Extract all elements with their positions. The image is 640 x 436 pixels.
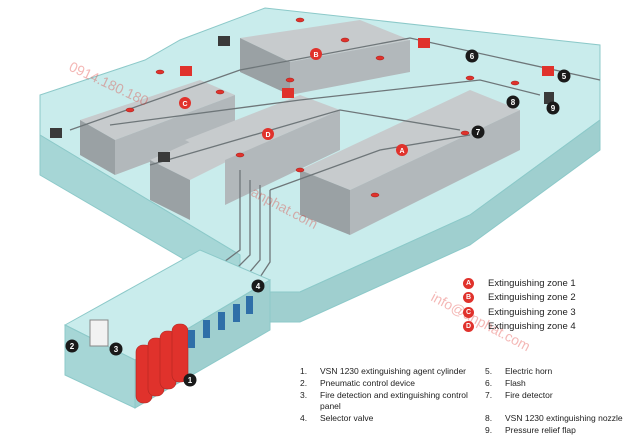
marker-9: 9 — [551, 104, 556, 113]
component-legend-item: 7. Fire detector — [485, 390, 635, 412]
component-legend-label: Electric horn — [505, 366, 553, 376]
marker-8: 8 — [511, 98, 516, 107]
cabinet-row-b — [240, 20, 410, 95]
component-legend-number: 9. — [485, 425, 493, 435]
marker-2: 2 — [70, 342, 75, 351]
ceiling-devices — [125, 17, 520, 198]
zone-legend-item: C Extinguishing zone 3 — [463, 305, 633, 320]
component-legend-number: 5. — [485, 366, 493, 376]
component-legend-number — [300, 425, 320, 436]
marker-3: 3 — [114, 345, 119, 354]
component-legend-item: 8. VSN 1230 extinguishing nozzle — [485, 413, 635, 424]
component-legend-item: 2. Pneumatic control device — [300, 378, 482, 389]
component-legend-number: 7. — [485, 390, 493, 400]
component-legend-label: VSN 1230 extinguishing agent cylinder — [320, 366, 467, 376]
marker-6: 6 — [470, 52, 475, 61]
components-grid: 1. VSN 1230 extinguishing agent cylinder 5… — [300, 366, 635, 436]
component-legend-label: VSN 1230 extinguishing nozzle — [505, 413, 623, 423]
marker-5: 5 — [562, 72, 567, 81]
component-legend-item — [300, 425, 482, 436]
component-markers: 1 2 3 4 5 6 7 8 9 — [65, 49, 571, 387]
zone-legend-label: Extinguishing zone 1 — [488, 277, 576, 289]
zone-legend-label: Extinguishing zone 4 — [488, 321, 576, 333]
component-legend-label: Selector valve — [320, 413, 374, 423]
zone-legend-badge: B — [463, 292, 474, 304]
component-legend-label: Pneumatic control device — [320, 378, 415, 388]
zone-legend-label: Extinguishing zone 3 — [488, 306, 576, 318]
component-legend-label: Fire detector — [505, 390, 553, 400]
component-legend-item: 3. Fire detection and extinguishing contr… — [300, 390, 482, 412]
component-legend-item: 1. VSN 1230 extinguishing agent cylinder — [300, 366, 482, 377]
electric-horns — [180, 38, 554, 98]
pressure-relief-flaps — [50, 36, 554, 162]
zone-legend-badge: C — [463, 306, 474, 318]
component-legend-number: 4. — [300, 413, 308, 423]
marker-4: 4 — [256, 282, 261, 291]
zone-c-badge: C — [182, 101, 187, 108]
component-legend-number: 8. — [485, 413, 493, 423]
component-legend-label: Flash — [505, 378, 526, 388]
marker-7: 7 — [476, 128, 481, 137]
zone-legend-badge: A — [463, 277, 474, 289]
component-legend-number: 1. — [300, 366, 308, 376]
component-legend-item: 4. Selector valve — [300, 413, 482, 424]
zone-legend-badge: D — [463, 321, 474, 333]
component-legend-item: 6. Flash — [485, 378, 635, 389]
components-legend: 1. VSN 1230 extinguishing agent cylinder 5… — [300, 366, 635, 436]
zones-legend: A Extinguishing zone 1 B Extinguishing zone… — [463, 276, 633, 334]
component-legend-label: Fire detection and extinguishing control… — [320, 390, 468, 411]
zone-legend-label: Extinguishing zone 2 — [488, 292, 576, 304]
zone-d-badge: D — [265, 132, 270, 139]
zone-b-badge: B — [313, 52, 318, 59]
component-legend-number: 2. — [300, 378, 308, 388]
component-legend-item: 9. Pressure relief flap — [485, 425, 635, 436]
cabinet-row-a — [300, 90, 520, 235]
zone-a-badge: A — [399, 148, 404, 155]
agent-cylinders — [135, 323, 189, 404]
component-legend-number: 3. — [300, 390, 308, 400]
component-legend-item: 5. Electric horn — [485, 366, 635, 377]
control-panel — [89, 319, 109, 347]
zone-legend-item: D Extinguishing zone 4 — [463, 320, 633, 335]
component-legend-number: 6. — [485, 378, 493, 388]
zone-badges: B C D A — [179, 48, 408, 156]
zone-legend-item: B Extinguishing zone 2 — [463, 291, 633, 306]
zone-legend-item: A Extinguishing zone 1 — [463, 276, 633, 291]
component-legend-label: Pressure relief flap — [505, 425, 576, 435]
selector-valves — [188, 296, 253, 348]
marker-1: 1 — [188, 376, 193, 385]
